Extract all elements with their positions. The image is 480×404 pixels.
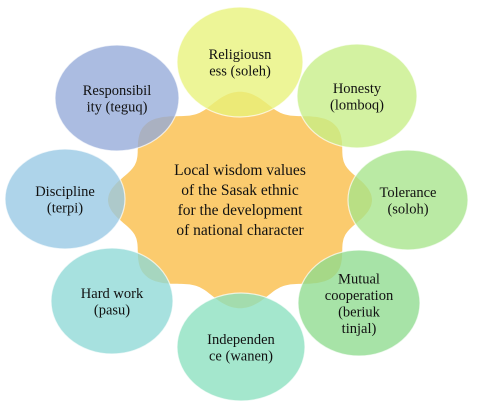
node-label-independence: ce (wanen) [209,348,273,364]
node-label-hard-work: (pasu) [94,302,130,318]
node-label-honesty: (lomboq) [330,97,384,113]
node-circle-hard-work [50,247,174,355]
node-label-mutual-cooperation: (beriuk [338,304,381,320]
node-circle-religiousness [176,6,304,118]
center-label-line: of national character [176,222,304,239]
center-label-line: Local wisdom values [174,162,306,179]
node-circle-mutual-cooperation [297,249,421,357]
node-label-tolerance: (soloh) [387,201,428,217]
node-circle-responsibility [54,44,180,152]
node-label-mutual-cooperation: tinjal) [342,321,377,337]
center-label-line: of the Sasak ethnic [181,182,299,199]
node-label-discipline: Discipline [35,184,95,200]
node-label-honesty: Honesty [333,81,382,97]
node-label-responsibility: ity (teguq) [87,99,148,115]
node-circle-independence [176,292,306,402]
center-shape [108,91,372,309]
node-label-tolerance: Tolerance [380,185,437,201]
center-label-line: for the development [178,202,304,219]
node-label-responsibility: Responsibil [83,83,151,99]
node-label-mutual-cooperation: cooperation [325,288,394,304]
node-label-mutual-cooperation: Mutual [338,271,380,287]
node-label-independence: Independen [207,332,275,348]
node-circle-honesty [296,43,418,149]
node-label-religiousness: ess (soleh) [209,63,271,79]
node-circle-tolerance [347,149,469,251]
node-label-religiousness: Religiousn [209,47,273,63]
node-label-hard-work: Hard work [81,286,144,302]
node-label-discipline: (terpi) [47,200,83,216]
node-circle-discipline [4,148,126,250]
